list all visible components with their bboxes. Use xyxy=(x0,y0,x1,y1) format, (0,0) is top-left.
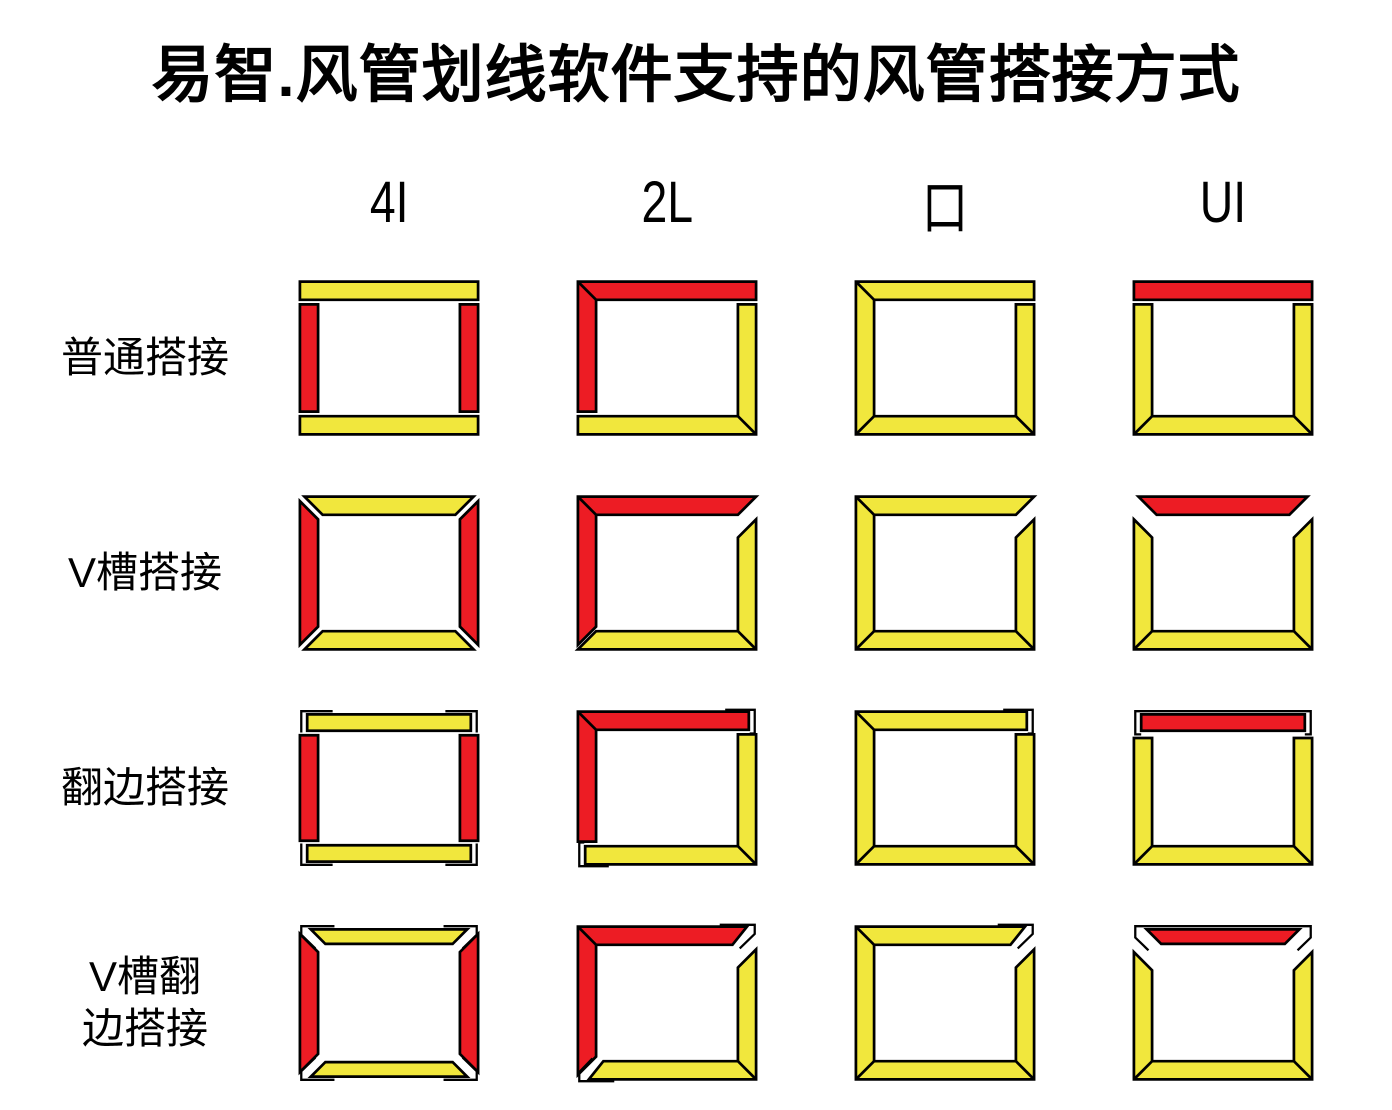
joint-cell xyxy=(1084,895,1362,1110)
joint-cell xyxy=(806,680,1084,895)
column-header-4i: 4I xyxy=(250,155,528,250)
duct-joint-drawing xyxy=(574,494,760,651)
column-header-kou: 口 xyxy=(806,155,1084,250)
duct-joint-drawing xyxy=(1132,709,1314,866)
row-label-line: 边搭接 xyxy=(81,1004,208,1052)
grid-corner-spacer xyxy=(0,155,250,250)
row-label-line: V槽翻 xyxy=(88,953,201,1001)
joint-cell xyxy=(250,250,528,465)
duct-joint-drawing xyxy=(298,709,480,866)
row-label-text: 普通搭接 xyxy=(60,333,229,381)
duct-joint-drawing xyxy=(1132,924,1314,1081)
duct-joint-drawing xyxy=(854,494,1038,651)
row-label-flange-lap: 翻边搭接 xyxy=(20,680,270,895)
column-header-label: 口 xyxy=(921,175,969,241)
row-label-plain-lap: 普通搭接 xyxy=(20,250,270,465)
column-header-label: 2L xyxy=(641,170,693,235)
row-label-v-groove-flange-lap: V槽翻 边搭接 xyxy=(20,895,270,1110)
joint-cell xyxy=(528,895,806,1110)
joint-cell xyxy=(250,895,528,1110)
duct-joint-drawing xyxy=(1132,494,1314,651)
joint-cell xyxy=(1084,465,1362,680)
column-header-2l: 2L xyxy=(528,155,806,250)
row-label-v-groove-lap: V槽搭接 xyxy=(20,465,270,680)
row-label-text: V槽搭接 xyxy=(67,548,222,596)
duct-joint-drawing xyxy=(576,279,758,436)
duct-joint-drawing xyxy=(576,923,758,1082)
joint-cell xyxy=(806,895,1084,1110)
duct-joint-drawing xyxy=(854,708,1036,866)
joint-cell xyxy=(528,465,806,680)
joint-cell xyxy=(1084,250,1362,465)
duct-joint-drawing xyxy=(298,279,480,436)
joint-cell xyxy=(250,465,528,680)
duct-joint-drawing xyxy=(1132,279,1314,436)
duct-joint-drawing xyxy=(576,708,758,867)
joint-grid: 4I 2L 口 UI 普通搭接 V槽搭接 翻边搭接 V槽翻 边搭接 xyxy=(0,155,1362,1110)
joint-cell xyxy=(1084,680,1362,895)
row-label-text: 翻边搭接 xyxy=(60,763,229,811)
column-header-label: 4I xyxy=(369,170,409,235)
joint-cell xyxy=(528,250,806,465)
joint-cell xyxy=(528,680,806,895)
joint-cell xyxy=(806,250,1084,465)
joint-cell xyxy=(806,465,1084,680)
duct-joint-drawing xyxy=(298,924,480,1081)
column-header-ui: UI xyxy=(1084,155,1362,250)
duct-joint-drawing xyxy=(298,494,480,651)
column-header-label: UI xyxy=(1199,170,1247,235)
diagram-title: 易智.风管划线软件支持的风管搭接方式 xyxy=(151,41,1241,110)
joint-cell xyxy=(250,680,528,895)
duct-joint-drawing xyxy=(854,923,1036,1081)
duct-joint-drawing xyxy=(854,279,1036,436)
